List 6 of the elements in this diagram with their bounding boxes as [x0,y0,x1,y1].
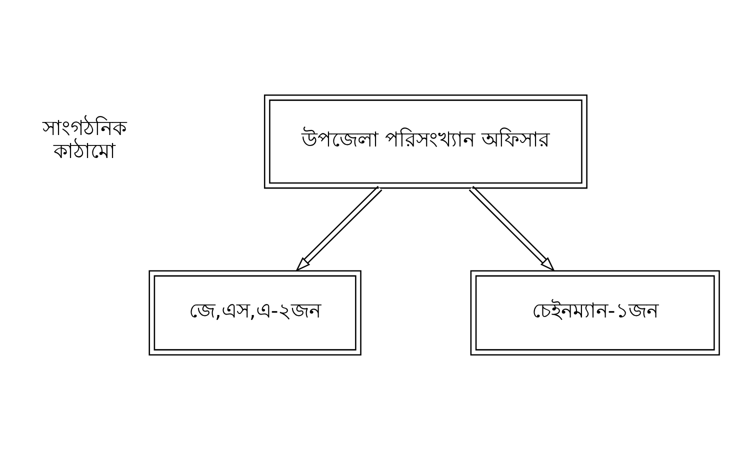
label: সাংগঠনিক কাঠামো [42,116,126,163]
arrow [295,186,382,272]
arrow [468,186,556,272]
node-box: উপজেলা পরিসংখ্যান অফিসার [264,94,588,189]
node-box: জে,এস,এ-২জন [148,270,362,356]
node-box: চেইনম্যান-১জন [470,270,720,356]
